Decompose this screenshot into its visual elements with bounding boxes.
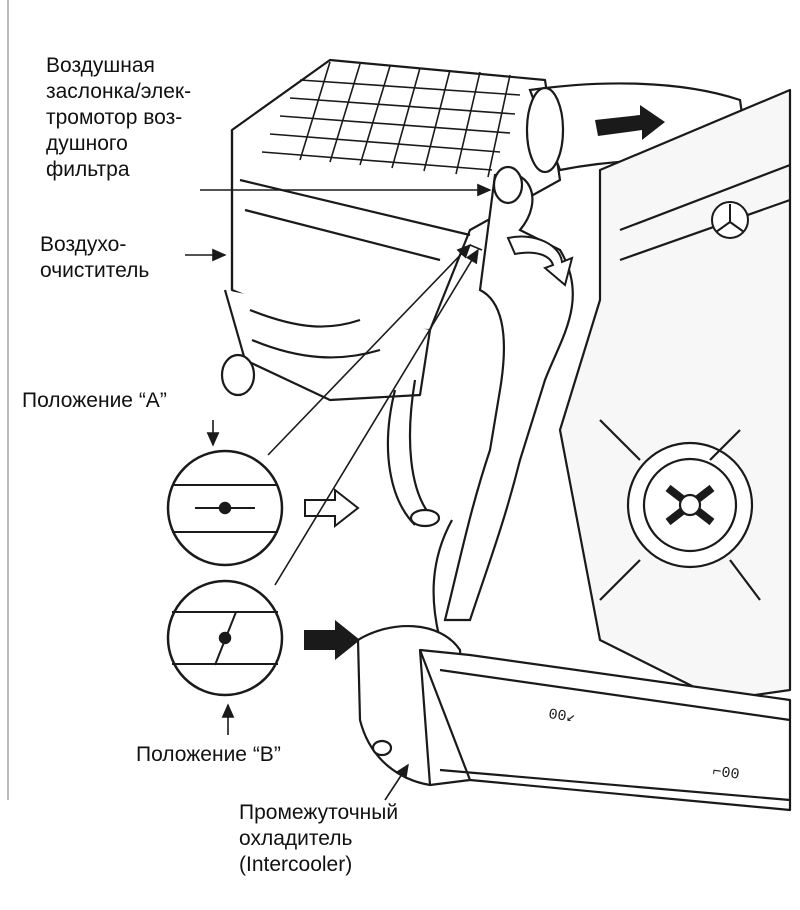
label-position-a: Положение “A” — [22, 389, 167, 412]
fan-pulley — [599, 419, 761, 601]
radiator-marking-1: 00↙ — [547, 706, 576, 727]
label-air-cleaner-line-2: очиститель — [40, 259, 150, 282]
engine-block — [558, 88, 792, 702]
label-air-flap-line-1: Воздушная — [46, 54, 155, 77]
leader-lines — [185, 183, 492, 801]
label-intercooler-line-3: (Intercooler) — [239, 853, 353, 876]
label-intercooler-line-2: охладитель — [239, 827, 353, 850]
radiator-marking-2: ⌐00 — [711, 763, 740, 784]
intercooler-body — [356, 625, 792, 812]
label-air-flap-line-5: фильтра — [46, 158, 130, 181]
label-air-flap-line-2: заслонка/элек- — [46, 80, 192, 103]
flow-arrow-duct — [506, 235, 574, 287]
position-b-diagram — [166, 579, 284, 697]
flow-arrow-top — [595, 105, 665, 140]
air-filter-grid — [261, 61, 521, 178]
label-intercooler-line-1: Промежуточный — [239, 801, 399, 824]
filled-arrow-b — [304, 620, 360, 660]
label-air-flap-line-3: тромотор воз- — [46, 106, 183, 129]
intake-duct — [386, 165, 574, 641]
label-air-cleaner: Воздухо- очиститель — [40, 232, 149, 284]
label-intercooler: Промежуточный охладитель (Intercooler) — [239, 800, 398, 878]
open-arrow-a — [304, 487, 360, 529]
emblem — [711, 201, 749, 239]
position-a-diagram — [166, 449, 284, 567]
label-air-cleaner-line-1: Воздухо- — [40, 233, 127, 256]
label-air-flap-motor: Воздушная заслонка/элек- тромотор воз- д… — [46, 53, 191, 183]
label-air-flap-line-4: душного — [46, 132, 128, 155]
label-position-b: Положение “B” — [136, 743, 281, 766]
air-filter-housing — [220, 58, 562, 402]
